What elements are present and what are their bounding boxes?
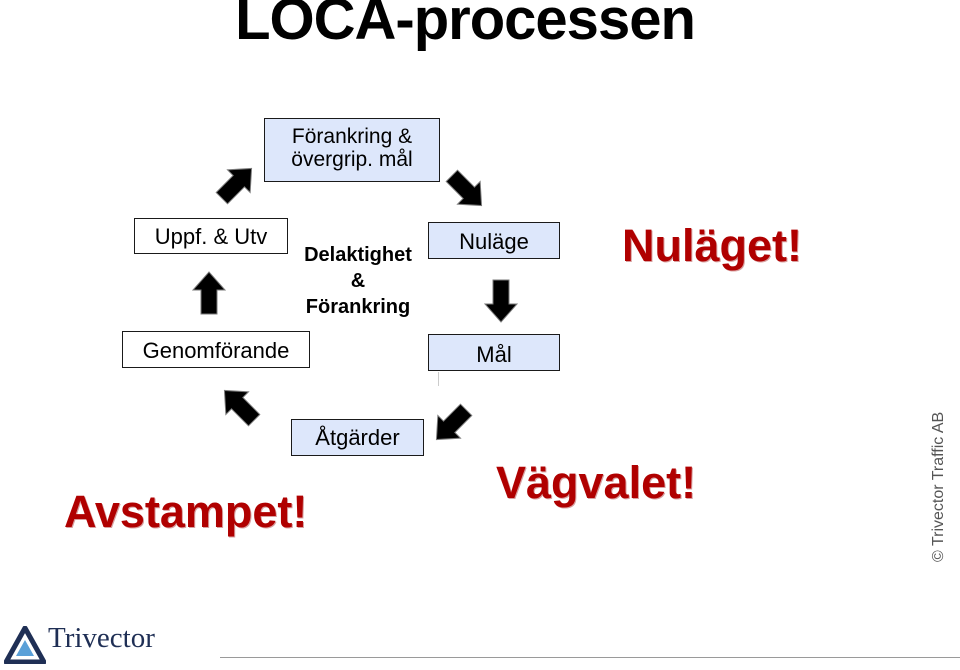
genomforande-box: Genomförande [122, 331, 310, 368]
atgarder-label: Åtgärder [315, 425, 400, 450]
mal-label: Mål [476, 342, 512, 367]
arrow-down-right [440, 164, 494, 218]
avstampet-callout: Avstampet! [64, 486, 308, 537]
arrow-down-left [424, 398, 478, 452]
trivector-logo-icon [4, 626, 46, 664]
divider-line [438, 372, 439, 386]
footer-divider [220, 657, 960, 658]
trivector-logo-text: Trivector [48, 622, 155, 654]
atgarder-box: Åtgärder [291, 419, 424, 456]
arrow-down [484, 279, 518, 323]
center-line-1: Delaktighet [304, 244, 412, 266]
arrow-up [192, 271, 226, 315]
genomforande-label: Genomförande [142, 338, 290, 363]
arrow-up-right [210, 156, 264, 210]
center-line-3: Förankring [305, 296, 411, 318]
copyright-text: © Trivector Traffic AB [930, 411, 947, 562]
forankring-box: Förankring & övergrip. mål [264, 118, 440, 182]
page-title: LOCA-processen [235, 0, 696, 52]
uppf-utv-label: Uppf. & Utv [154, 224, 268, 249]
uppf-utv-box: Uppf. & Utv [134, 218, 288, 254]
vagvalet-callout: Vägvalet! [496, 457, 697, 508]
center-label: Delaktighet & Förankring [290, 242, 426, 320]
forankring-box-label: Förankring & övergrip. mål [291, 125, 413, 172]
center-line-2: & [350, 270, 366, 292]
nulaget-callout: Nuläget! [622, 220, 802, 271]
nulage-label: Nuläge [459, 229, 529, 254]
nulage-box: Nuläge [428, 222, 560, 259]
arrow-up-left [212, 378, 266, 432]
mal-box: Mål [428, 334, 560, 371]
